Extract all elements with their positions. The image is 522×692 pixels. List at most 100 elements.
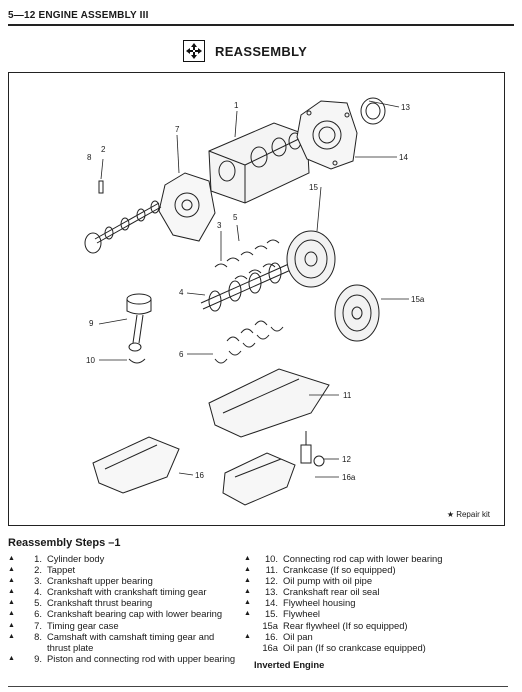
step-item: ▲ 15. Flywheel (244, 608, 506, 619)
step-item: 15a Rear flywheel (If so equipped) (244, 620, 506, 631)
step-item: ▲12.Oil pump with oil pipe (244, 575, 506, 586)
step-item: ▲7.Timing gear case (8, 620, 240, 631)
rear-flywheel-drawing (334, 284, 380, 342)
step-number: 13. (264, 586, 278, 598)
step-mark (244, 642, 258, 653)
step-number: 15a (262, 619, 278, 631)
callout-14: 14 (399, 153, 408, 162)
camshaft-drawing (84, 200, 162, 254)
step-number: 8. (34, 630, 42, 642)
callout-13: 13 (401, 103, 410, 112)
step-number: 11. (265, 564, 278, 576)
step-item: ▲ 10. Connecting rod cap with lower bearin… (244, 553, 506, 564)
step-mark: ▲ (244, 632, 251, 640)
step-item: ▲ 8. Camshaft with camshaft timing gear an… (8, 631, 240, 653)
step-item: ▲ 4. Crankshaft with crankshaft timing gea… (8, 586, 240, 597)
step-mark: ▲ (8, 566, 15, 574)
bottom-rule (8, 686, 508, 687)
step-mark: ▲ (8, 577, 15, 585)
step-text: Connecting rod cap with lower bearing (283, 553, 443, 564)
step-text: Cylinder body (47, 553, 105, 564)
step-number: 9. (34, 652, 42, 664)
step-number: 5. (34, 597, 42, 609)
step-mark: ▲ (244, 610, 251, 618)
bearing-caps-drawing (214, 320, 284, 364)
step-item: ▲ 14. Flywheel housing (244, 597, 506, 608)
step-number: 6. (34, 608, 42, 620)
step-mark: ▲ (8, 654, 15, 662)
step-text: Crankcase (If so equipped) (283, 564, 396, 576)
step-item: 16a Oil pan (If so crankcase equipped) (244, 642, 506, 653)
step-number: 3. (34, 575, 42, 587)
step-number: 1. (34, 553, 42, 564)
step-number: 12. (264, 575, 278, 587)
step-mark: ▲ (8, 588, 15, 596)
step-mark (244, 620, 258, 631)
callout-9: 9 (89, 319, 94, 328)
oil-pump-drawing (300, 431, 325, 467)
step-text: Crankshaft bearing cap with lower bearin… (47, 608, 223, 620)
step-mark: ▲ (244, 555, 251, 562)
flywheel-drawing (286, 230, 336, 288)
step-mark: ▲ (8, 632, 15, 640)
step-item: ▲ 11. Crankcase (If so equipped) (244, 564, 506, 575)
callout-4: 4 (179, 288, 184, 297)
exploded-view-figure: 1 2 3 4 5 6 7 8 9 10 11 12 13 14 15 15a … (8, 72, 505, 526)
step-text: Flywheel housing (283, 597, 356, 609)
callout-11: 11 (343, 391, 352, 400)
step-number: 2. (34, 564, 42, 576)
callout-10: 10 (86, 356, 95, 365)
reassembly-icon (183, 40, 205, 62)
callout-1: 1 (234, 101, 239, 110)
step-item: ▲2.Tappet (8, 564, 240, 575)
step-text: Crankshaft rear oil seal (283, 586, 380, 598)
step-text: Flywheel (283, 608, 320, 620)
callout-7: 7 (175, 125, 180, 134)
header-rule (8, 24, 514, 26)
cylinder-body-drawing (208, 122, 310, 204)
crankcase-drawing (208, 368, 330, 438)
step-number: 16a (262, 641, 278, 653)
step-text: Crankshaft upper bearing (47, 575, 153, 587)
step-number: 10. (264, 553, 278, 564)
step-mark: ▲ (244, 588, 251, 596)
step-number: 4. (34, 586, 42, 598)
step-mark: ▲ (244, 566, 251, 574)
oil-pan-drawing (92, 436, 180, 494)
repair-kit-note: ★ Repair kit (446, 510, 490, 519)
step-text: Crankshaft with crankshaft timing gear (47, 586, 207, 598)
step-text: Oil pan (If so crankcase equipped) (283, 641, 426, 653)
callout-15: 15 (309, 183, 318, 192)
steps-left-column: ▲1.Cylinder body▲2.Tappet▲3.Crankshaft u… (8, 553, 240, 664)
step-text: Camshaft with camshaft timing gear and t… (47, 630, 215, 653)
inverted-engine-subtitle: Inverted Engine (254, 658, 325, 670)
timing-gear-case-drawing (158, 172, 216, 242)
step-mark: ▲ (244, 599, 251, 607)
step-number: 15. (264, 608, 278, 620)
callout-6: 6 (179, 350, 184, 359)
steps-title: Reassembly Steps –1 (8, 537, 121, 549)
callout-2: 2 (101, 145, 106, 154)
step-number: 14. (264, 597, 278, 609)
engine-exploded-diagram (84, 97, 409, 506)
callout-15a: 15a (411, 295, 425, 304)
oil-pan-16a-drawing (222, 452, 296, 506)
step-item: ▲1.Cylinder body (8, 553, 240, 564)
callout-3: 3 (217, 221, 222, 230)
step-item: ▲9.Piston and connecting rod with upper … (8, 653, 240, 664)
callout-16: 16 (195, 471, 204, 480)
callout-5: 5 (233, 213, 238, 222)
step-text: Oil pump with oil pipe (283, 575, 373, 587)
piston-drawing (126, 293, 152, 352)
step-text: Crankshaft thrust bearing (47, 597, 153, 609)
step-number: 7. (34, 619, 42, 631)
steps-right-column: ▲ 10. Connecting rod cap with lower bearin… (244, 553, 506, 670)
step-text: Rear flywheel (If so equipped) (283, 619, 408, 631)
step-item: ▲ 13. Crankshaft rear oil seal (244, 586, 506, 597)
page-header: 5—12 ENGINE ASSEMBLY III (8, 10, 149, 21)
step-text: Timing gear case (47, 619, 119, 631)
step-item: ▲6.Crankshaft bearing cap with lower bea… (8, 608, 240, 619)
flywheel-housing-drawing (296, 100, 358, 170)
callout-8: 8 (87, 153, 92, 162)
step-number: 16. (264, 630, 278, 642)
